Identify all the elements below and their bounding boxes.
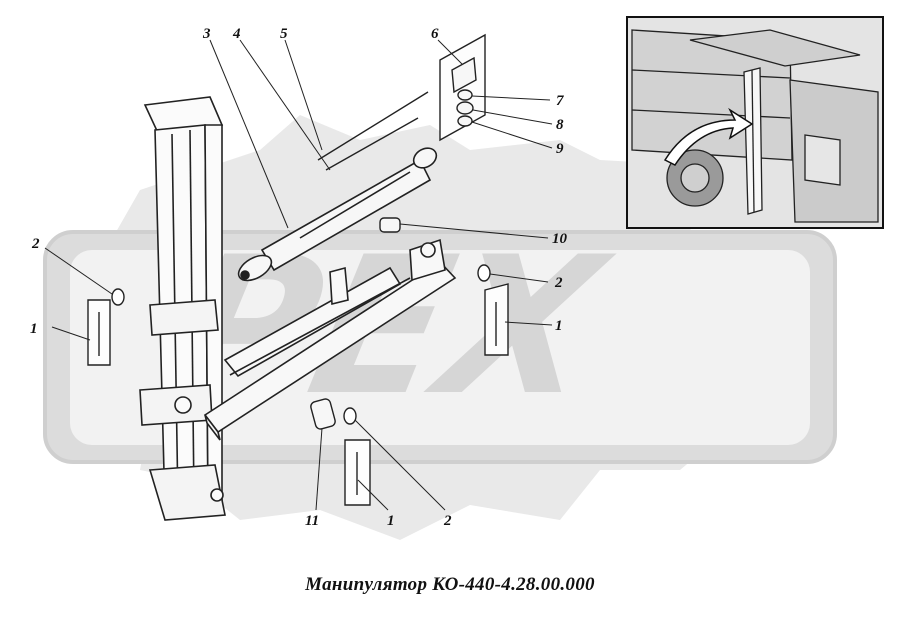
callout-7: 7 [556, 93, 564, 109]
callout-1-left: 1 [30, 321, 38, 337]
callout-10: 10 [552, 231, 568, 247]
callout-3: 3 [202, 26, 211, 42]
callout-11: 11 [305, 513, 319, 529]
fitting-parts [439, 33, 486, 142]
diagram-caption: Манипулятор КО-440-4.28.00.000 [305, 574, 595, 595]
callout-1-right: 1 [555, 318, 563, 334]
boom-arm [203, 238, 457, 441]
mast [139, 96, 226, 521]
callout-4: 4 [232, 26, 241, 42]
callout-2-left: 2 [31, 236, 40, 252]
pins [310, 217, 401, 430]
rods [317, 91, 429, 171]
leader-lines [44, 39, 553, 511]
callout-2-right: 2 [554, 275, 563, 291]
callout-8: 8 [556, 117, 564, 133]
callout-5: 5 [280, 26, 288, 42]
inset-arrow [663, 107, 754, 166]
callout-2-bottom: 2 [443, 513, 452, 529]
callout-9: 9 [556, 141, 564, 157]
bolts-and-washers [87, 264, 509, 506]
watermark-logo: PEX [43, 115, 837, 540]
callout-1-bottom: 1 [387, 513, 395, 529]
inset-truck-view [626, 16, 884, 229]
hydraulic-cylinder [237, 147, 438, 282]
callout-labels: 1 1 1 2 2 2 3 4 5 6 7 8 9 10 11 [30, 26, 568, 529]
callout-6: 6 [431, 26, 439, 42]
